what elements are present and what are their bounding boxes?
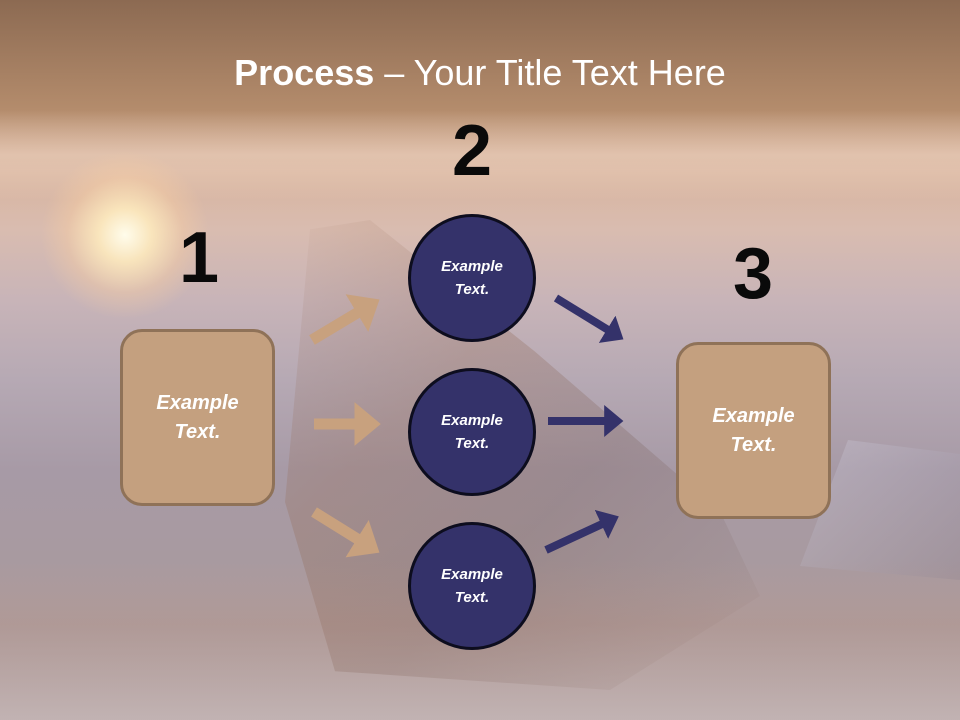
left-box-text: Example Text.: [156, 391, 239, 443]
left-box: Example Text.: [120, 329, 275, 506]
arrow-left-to-top: [309, 294, 380, 345]
arrow-bottom-to-right: [544, 509, 619, 554]
arrow-left-to-bottom: [311, 507, 380, 558]
circle-top: Example Text.: [408, 214, 536, 342]
title-bold: Process: [234, 52, 375, 93]
circle-bottom: Example Text.: [408, 522, 536, 650]
circle-middle: Example Text.: [408, 368, 536, 496]
right-box: Example Text.: [676, 342, 831, 519]
right-box-text: Example Text.: [712, 404, 795, 456]
step-number-1: 1: [178, 218, 220, 298]
circle-top-text: Example Text.: [441, 258, 503, 298]
circle-bottom-text: Example Text.: [441, 566, 503, 606]
circle-middle-text: Example Text.: [441, 412, 503, 452]
slide-title: Process – Your Title Text Here: [0, 52, 960, 94]
step-number-2: 2: [451, 111, 493, 191]
title-rest: – Your Title Text Here: [374, 52, 726, 93]
arrow-top-to-right: [553, 294, 624, 343]
step-number-3: 3: [732, 234, 774, 314]
